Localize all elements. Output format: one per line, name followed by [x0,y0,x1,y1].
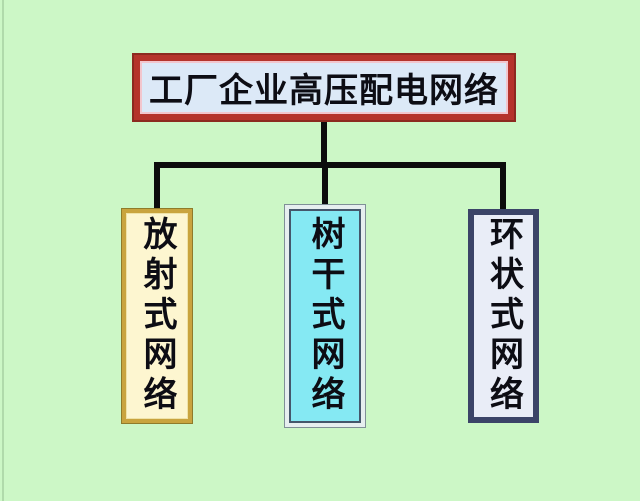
connector-drop-middle [322,162,328,210]
connector-drop-left [154,162,160,210]
node-ring-network: 环状式网络 [468,209,539,423]
node-ring-network-label: 环状式网络 [484,216,523,416]
connector-stem [321,119,327,168]
node-trunk-network: 树干式网络 [289,209,361,423]
root-node-label: 工厂企业高压配电网络 [149,72,499,110]
node-radial-network: 放射式网络 [122,209,192,423]
node-trunk-network-label: 树干式网络 [306,216,344,416]
connector-drop-right [500,162,506,210]
connector-horizontal-bar [154,162,506,168]
root-node-title-box: 工厂企业高压配电网络 [134,55,514,120]
node-radial-network-label: 放射式网络 [138,216,176,416]
left-edge-artifact [2,0,4,501]
